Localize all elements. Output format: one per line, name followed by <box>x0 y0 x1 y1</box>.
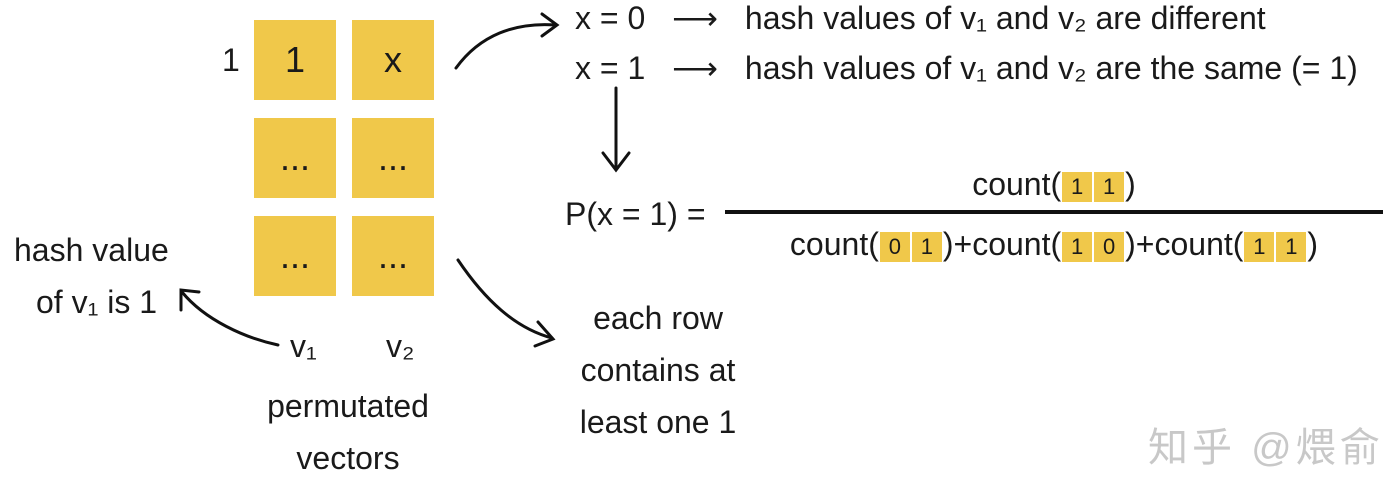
paren: ) <box>1125 226 1136 262</box>
arrow-down-head <box>601 151 631 173</box>
count-label: count( <box>972 166 1062 202</box>
cell: 1 <box>254 20 336 100</box>
cell: ... <box>352 216 434 296</box>
paren: ) <box>1125 166 1136 202</box>
mini-cell: 0 <box>1094 231 1125 262</box>
case-text: hash values of v₁ and v₂ are different <box>744 0 1266 36</box>
plus: + <box>953 226 973 262</box>
column-label-v2: v₂ <box>386 328 415 364</box>
count-label: count( <box>1154 226 1244 262</box>
cell: x <box>352 20 434 100</box>
mini-cell: 1 <box>1094 171 1125 202</box>
right-arrow-icon: ⟶ <box>672 50 719 86</box>
formula-lhs: P(x = 1) = <box>565 196 706 232</box>
mini-cell: 1 <box>911 231 942 262</box>
cell: ... <box>254 216 336 296</box>
count-label: count( <box>972 226 1062 262</box>
paren: ) <box>1307 226 1319 262</box>
cell: ... <box>352 118 434 198</box>
mini-cell: 1 <box>1244 231 1275 262</box>
bottom-note: least one 1 <box>579 404 737 440</box>
cell: ... <box>254 118 336 198</box>
watermark: 知乎 @煨俞 <box>1148 426 1384 470</box>
paren: ) <box>942 226 954 262</box>
arrow-to-cases <box>454 23 558 70</box>
bottom-note: each row <box>593 300 723 336</box>
caption: permutated <box>267 388 429 424</box>
arrow-to-bottom-note-head <box>533 320 556 348</box>
case-0: x = 0 ⟶ hash values of v₁ and v₂ are dif… <box>575 2 1266 34</box>
count-label: count( <box>789 226 879 262</box>
caption: vectors <box>296 440 400 476</box>
plus: + <box>1135 226 1155 262</box>
arrow-to-bottom-note <box>456 258 554 340</box>
mini-cell: 1 <box>1276 231 1307 262</box>
column-label-v1: v₁ <box>290 328 317 364</box>
left-note: of v₁ is 1 <box>36 284 158 320</box>
bottom-note: contains at <box>580 352 736 388</box>
mini-cell: 1 <box>1062 171 1093 202</box>
arrow-to-left-note-head <box>179 288 201 312</box>
case-condition: x = 1 <box>575 50 646 86</box>
mini-cell: 1 <box>1062 231 1093 262</box>
case-1: x = 1 ⟶ hash values of v₁ and v₂ are the… <box>575 52 1358 84</box>
fraction-bar <box>725 210 1383 214</box>
right-arrow-icon: ⟶ <box>672 0 719 36</box>
arrow-to-left-note <box>180 290 280 347</box>
case-condition: x = 0 <box>575 0 646 36</box>
arrow-to-cases-head <box>540 12 560 38</box>
case-text: hash values of v₁ and v₂ are the same (=… <box>744 50 1358 86</box>
mini-cell: 0 <box>879 231 910 262</box>
row-label: 1 <box>222 42 240 78</box>
left-note: hash value <box>14 232 169 268</box>
